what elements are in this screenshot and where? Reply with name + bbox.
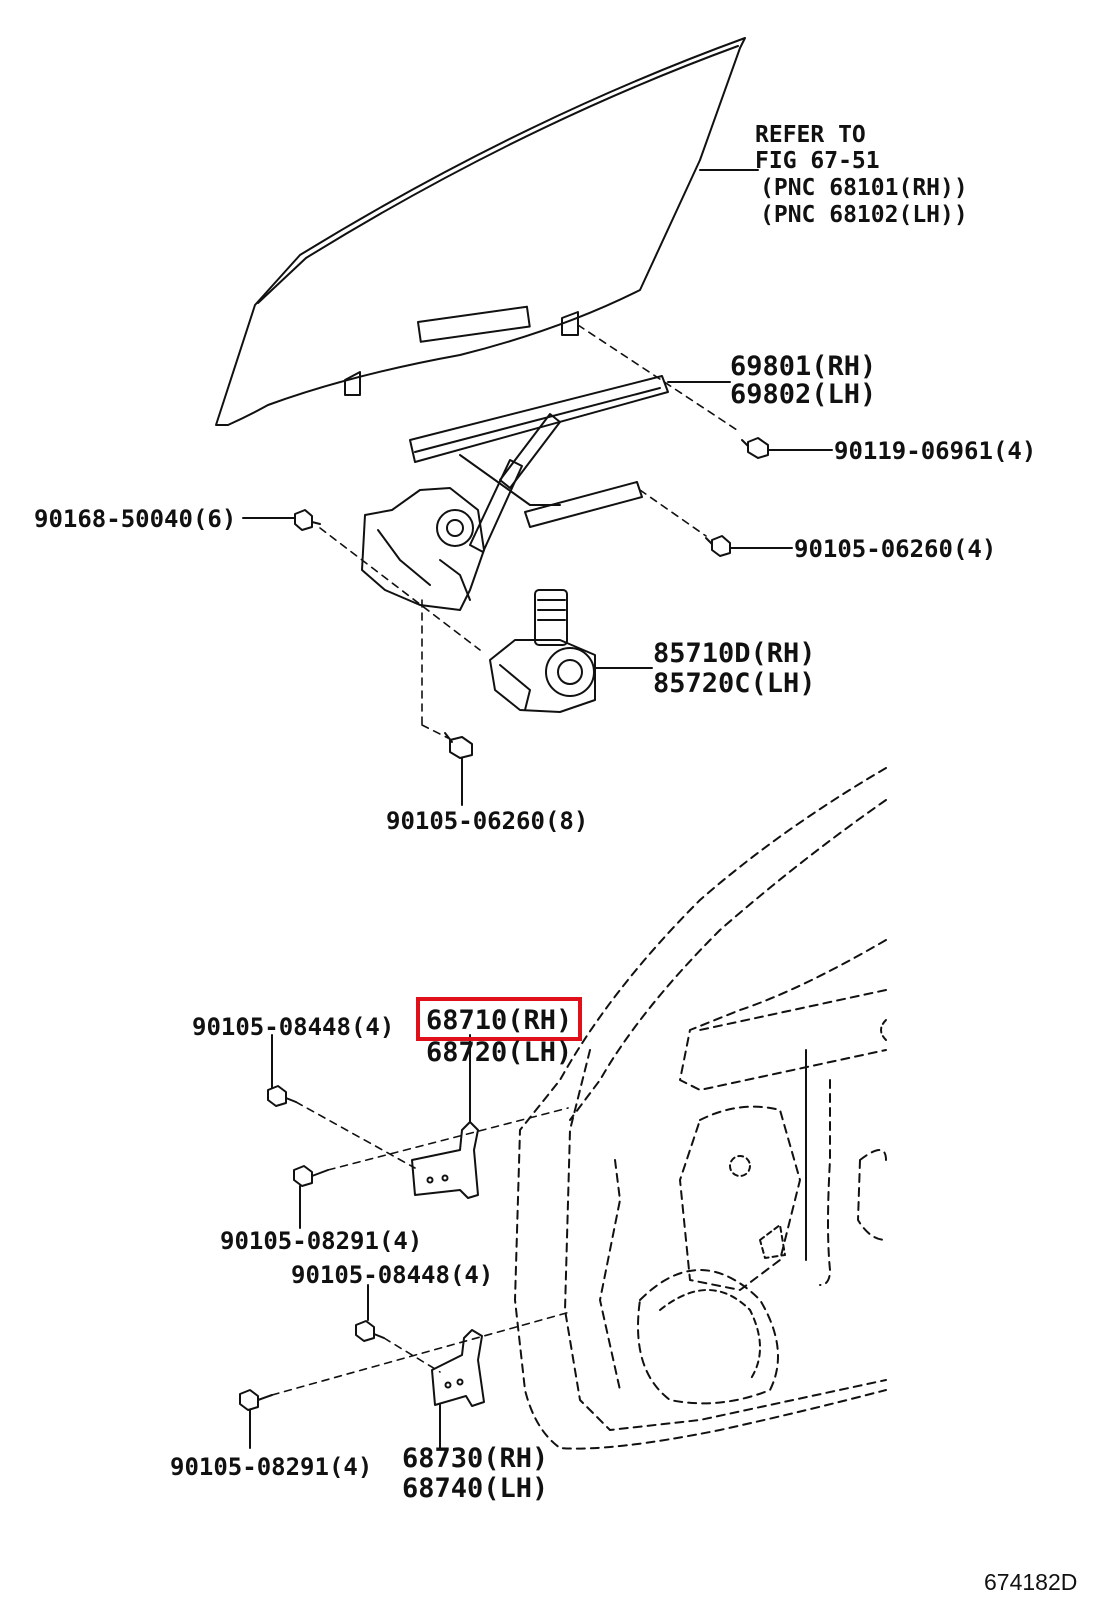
dashed-leaders-lower [271, 1101, 571, 1396]
dashed-leaders-upper [319, 324, 741, 739]
bolt-08448-top [267, 1034, 297, 1107]
upper-hinge-lh-label: 68720(LH) [426, 1037, 573, 1068]
bolt-90105-right [705, 535, 793, 557]
door-glass [215, 37, 759, 426]
bolt-08291-mid [293, 1165, 329, 1229]
lower-hinge-lh-label: 68740(LH) [402, 1473, 549, 1504]
upper-hinge [411, 1034, 479, 1199]
figure-number: 674182D [984, 1569, 1078, 1595]
bolt-08291-bottom [239, 1389, 273, 1449]
bolt-08291-bottom-label: 90105-08291(4) [170, 1453, 373, 1481]
highlight-box [416, 997, 582, 1041]
bolt-90105-bottom-label: 90105-06260(8) [386, 807, 589, 835]
refer-line-4: (PNC 68102(LH)) [760, 202, 968, 228]
motor-lh-label: 85720C(LH) [653, 668, 816, 699]
refer-line-3: (PNC 68101(RH)) [760, 175, 968, 201]
fasteners-upper [242, 437, 833, 806]
bolt-90105-bottom [444, 732, 473, 806]
regulator-motor [489, 589, 653, 713]
channel-rh-label: 69801(RH) [730, 351, 877, 382]
bolt-90119-label: 90119-06961(4) [834, 437, 1037, 465]
refer-line-1: REFER TO [755, 122, 866, 148]
lower-hinge-rh-label: 68730(RH) [402, 1443, 549, 1474]
bolt-90105-right-label: 90105-06260(4) [794, 535, 997, 563]
channel-lh-label: 69802(LH) [730, 379, 877, 410]
bolt-90168-label: 90168-50040(6) [34, 505, 237, 533]
hinge-fasteners [239, 1034, 385, 1449]
motor-rh-label: 85710D(RH) [653, 638, 816, 669]
window-regulator [361, 375, 731, 611]
upper-hinge-rh-label: 68710(RH) [426, 1005, 573, 1036]
bolt-08291-mid-label: 90105-08291(4) [220, 1227, 423, 1255]
bolt-08448-lower [355, 1284, 385, 1342]
refer-line-2: FIG 67-51 [755, 148, 880, 174]
door-shell [514, 767, 887, 1450]
bolt-90168 [242, 509, 321, 531]
lower-hinge [431, 1329, 485, 1449]
bolt-08448-lower-label: 90105-08448(4) [291, 1261, 494, 1289]
bolt-08448-top-label: 90105-08448(4) [192, 1013, 395, 1041]
bolt-90119 [741, 437, 833, 459]
